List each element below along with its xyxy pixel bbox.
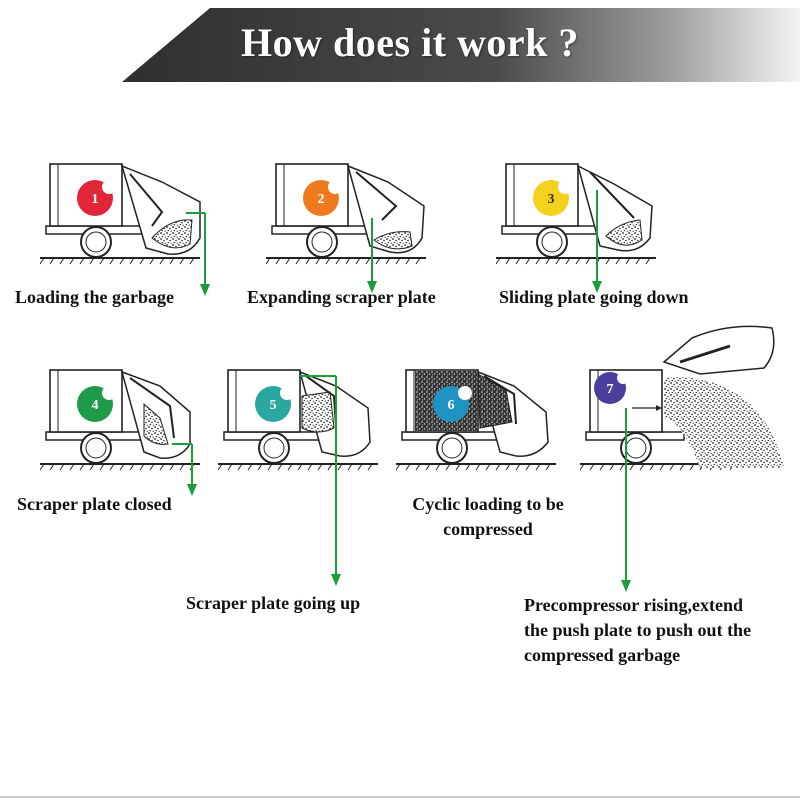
step-7-label: Precompressor rising,extend the push pla…	[524, 593, 751, 668]
truck-step-2: 2	[266, 163, 427, 265]
page-title: How does it work ?	[241, 20, 579, 65]
arrow-step-2	[367, 218, 377, 293]
step-6-number: 6	[448, 398, 455, 413]
step-7-number: 7	[607, 382, 614, 397]
bottom-divider	[0, 796, 800, 798]
step-1-label: Loading the garbage	[15, 287, 175, 307]
step-7-label-line-2: the push plate to push out the	[524, 620, 752, 640]
step-4-number: 4	[92, 398, 99, 413]
step-7-label-line-1: Precompressor rising,extend	[524, 595, 743, 615]
step-6-label-line-1: Cyclic loading to be	[412, 494, 564, 514]
arrow-step-4	[172, 443, 197, 496]
step-6-label: Cyclic loading to be compressed	[390, 492, 586, 542]
truck-step-6: 6	[396, 369, 557, 471]
step-6-label-line-2: compressed	[443, 519, 533, 539]
step-5-number: 5	[270, 398, 277, 413]
header-banner: How does it work ?	[122, 8, 800, 82]
step-2-label: Expanding scraper plate	[247, 287, 436, 307]
truck-step-7: 7	[580, 325, 784, 471]
step-3-label: Sliding plate going down	[499, 287, 689, 307]
step-7-label-line-3: compressed garbage	[524, 645, 681, 665]
arrow-step-7	[621, 408, 631, 592]
arrow-step-5	[300, 375, 341, 586]
arrow-step-1	[186, 212, 210, 296]
step-4-label: Scraper plate closed	[17, 494, 172, 514]
step-3-number: 3	[548, 192, 555, 207]
arrow-step-3	[592, 190, 602, 293]
step-2-number: 2	[318, 192, 325, 207]
truck-step-1: 1	[40, 163, 201, 265]
banner-background	[122, 8, 800, 82]
step-5-label: Scraper plate going up	[186, 593, 361, 613]
truck-step-4: 4	[40, 369, 201, 471]
step-1-number: 1	[92, 192, 99, 207]
